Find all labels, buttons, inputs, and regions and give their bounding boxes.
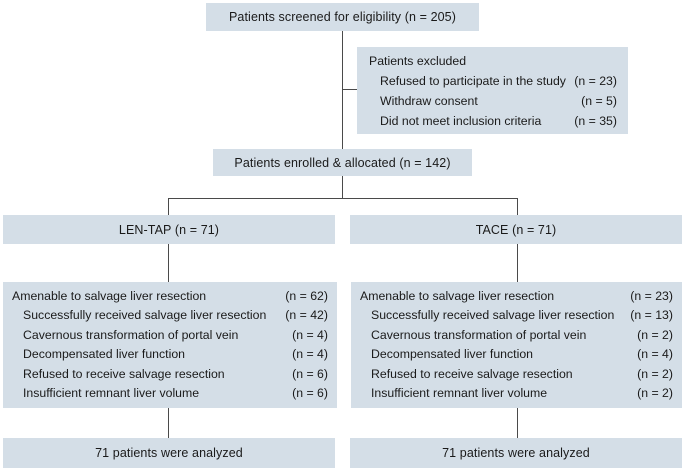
analyzed-label: 71 patients were analyzed: [95, 446, 243, 460]
outcome-list: Amenable to salvage liver resection (n =…: [351, 287, 682, 404]
outcome-label: Refused to receive salvage resection: [371, 366, 573, 381]
outcome-count: (n = 23): [630, 288, 673, 303]
outcome-list: Amenable to salvage liver resection (n =…: [3, 287, 337, 404]
excluded-item-label: Withdraw consent: [380, 93, 478, 108]
outcome-row: Decompensated liver function (n = 4): [12, 345, 328, 365]
outcome-label: Cavernous transformation of portal vein: [371, 327, 587, 342]
node-screened: Patients screened for eligibility (n = 2…: [206, 3, 479, 31]
outcome-count: (n = 4): [637, 347, 673, 361]
connector-outcome-right-to-analyzed: [517, 408, 519, 439]
node-arm-len-tap: LEN-TAP (n = 71): [3, 215, 335, 244]
connector-arm-right-to-outcome: [517, 244, 519, 282]
outcome-label: Decompensated liver function: [371, 347, 533, 361]
outcome-count: (n = 4): [292, 327, 328, 342]
excluded-item: Did not meet inclusion criteria (n = 35): [368, 111, 617, 131]
outcome-row: Successfully received salvage liver rese…: [360, 306, 673, 326]
outcome-count: (n = 2): [637, 386, 673, 400]
outcome-row: Amenable to salvage liver resection (n =…: [12, 287, 328, 307]
outcome-count: (n = 13): [630, 308, 673, 322]
excluded-item-count: (n = 5): [581, 93, 617, 108]
excluded-item-label: Refused to participate in the study: [380, 73, 566, 88]
connector-enrolled-stem: [342, 176, 344, 199]
outcome-label: Successfully received salvage liver rese…: [23, 308, 267, 322]
excluded-item-count: (n = 35): [574, 113, 617, 128]
excluded-heading: Patients excluded: [369, 53, 467, 68]
outcome-row: Cavernous transformation of portal vein …: [360, 326, 673, 346]
outcome-count: (n = 62): [285, 288, 328, 303]
excluded-item-label: Did not meet inclusion criteria: [380, 113, 542, 128]
connector-arm-left-to-outcome: [168, 244, 170, 282]
node-outcomes-tace: Amenable to salvage liver resection (n =…: [351, 282, 682, 408]
arm-label: LEN-TAP (n = 71): [118, 222, 220, 237]
outcome-label: Successfully received salvage liver rese…: [371, 308, 615, 322]
connector-to-arm-left: [168, 198, 170, 216]
outcome-row: Refused to receive salvage resection (n …: [360, 365, 673, 385]
excluded-item: Withdraw consent (n = 5): [368, 91, 617, 111]
connector-outcome-left-to-analyzed: [168, 408, 170, 439]
outcome-count: (n = 6): [292, 366, 328, 381]
node-analyzed-len-tap: 71 patients were analyzed: [3, 438, 335, 468]
outcome-label: Cavernous transformation of portal vein: [23, 327, 239, 342]
node-analyzed-tace: 71 patients were analyzed: [350, 438, 682, 468]
outcome-row: Insufficient remnant liver volume (n = 6…: [12, 384, 328, 404]
node-excluded: Patients excluded Refused to participate…: [357, 47, 628, 134]
outcome-count: (n = 42): [285, 308, 328, 322]
node-outcomes-len-tap: Amenable to salvage liver resection (n =…: [3, 282, 337, 408]
outcome-label: Refused to receive salvage resection: [23, 366, 225, 381]
outcome-label: Amenable to salvage liver resection: [12, 288, 207, 303]
excluded-item-count: (n = 23): [574, 73, 617, 88]
excluded-item: Refused to participate in the study (n =…: [368, 71, 617, 91]
node-enrolled: Patients enrolled & allocated (n = 142): [213, 149, 472, 176]
excluded-list: Patients excluded Refused to participate…: [357, 51, 628, 131]
node-arm-tace: TACE (n = 71): [350, 215, 682, 244]
arm-label: TACE (n = 71): [475, 222, 557, 237]
analyzed-label: 71 patients were analyzed: [442, 446, 590, 460]
outcome-row: Decompensated liver function (n = 4): [360, 345, 673, 365]
outcome-count: (n = 6): [292, 386, 328, 400]
outcome-label: Insufficient remnant liver volume: [23, 386, 200, 400]
outcome-label: Amenable to salvage liver resection: [360, 288, 555, 303]
outcome-label: Insufficient remnant liver volume: [371, 386, 548, 400]
outcome-count: (n = 4): [292, 347, 328, 361]
connector-to-excluded: [342, 89, 358, 91]
connector-to-arm-right: [517, 198, 519, 216]
outcome-label: Decompensated liver function: [23, 347, 185, 361]
outcome-row: Refused to receive salvage resection (n …: [12, 365, 328, 385]
outcome-row: Amenable to salvage liver resection (n =…: [360, 287, 673, 307]
outcome-row: Successfully received salvage liver rese…: [12, 306, 328, 326]
outcome-row: Cavernous transformation of portal vein …: [12, 326, 328, 346]
outcome-count: (n = 2): [637, 366, 673, 381]
outcome-row: Insufficient remnant liver volume (n = 2…: [360, 384, 673, 404]
node-enrolled-label: Patients enrolled & allocated (n = 142): [234, 155, 451, 170]
outcome-count: (n = 2): [637, 327, 673, 342]
connector-allocation-bar: [168, 198, 518, 200]
node-screened-label: Patients screened for eligibility (n = 2…: [229, 10, 456, 24]
